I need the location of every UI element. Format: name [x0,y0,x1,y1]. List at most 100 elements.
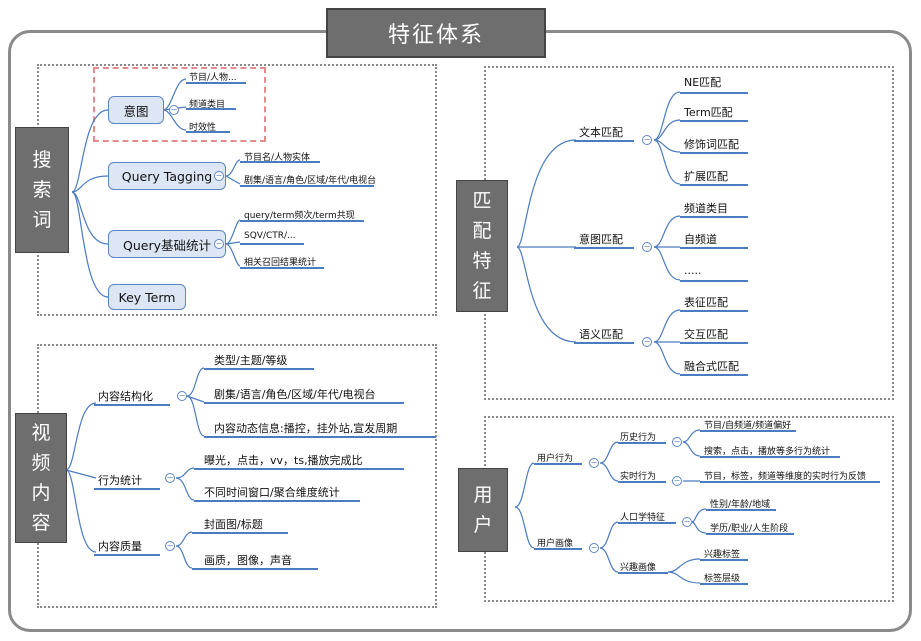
structured-underline [94,404,170,406]
text-match-child-0-underline [680,92,748,94]
text-match-child-0: NE匹配 [684,76,722,89]
stats-child-0-underline [240,220,364,222]
structured-child-1-underline [204,402,404,404]
video-label-text: 视 频 内 容 [31,422,51,534]
text-match-child-2: 修饰词匹配 [684,138,739,151]
search-label-text: 搜 索 词 [32,149,52,231]
semantic-match-child-2-underline [680,374,748,376]
text-match-toggle[interactable] [642,135,652,145]
semantic-match-underline [574,342,634,344]
query-tagging-node[interactable]: Query Tagging [108,162,226,190]
demographic-child-0: 性别/年龄/地域 [710,500,771,510]
structured-child-1: 剧集/语言/角色/区域/年代/电视台 [214,388,376,401]
intent-match-child-2-underline [680,280,748,282]
quality-child-0: 封面图/标题 [204,518,263,531]
semantic-match-toggle[interactable] [642,337,652,347]
quality-toggle[interactable] [165,541,175,551]
demographic-child-1: 学历/职业/人生阶段 [710,524,789,534]
realtime-behavior-toggle[interactable] [672,476,682,486]
structured-toggle[interactable] [177,391,187,401]
intent-node[interactable]: 意图 [108,96,164,124]
intent-child-2-underline [186,131,230,133]
structured-child-0: 类型/主题/等级 [214,354,288,367]
demographic-underline [618,522,676,524]
user-section-label: 用 户 [458,468,508,552]
intent-child-0-underline [186,82,246,84]
query-tagging-label: Query Tagging [121,168,213,184]
structured-child-2: 内容动态信息:播控，挂外站,宣发周期 [214,422,398,435]
structured-label: 内容结构化 [98,390,153,403]
query-tagging-collapse-toggle[interactable] [214,171,224,181]
behavior-stats-underline [94,488,160,490]
semantic-match-child-1: 交互匹配 [684,328,728,341]
intent-match-toggle[interactable] [642,242,652,252]
realtime-behavior-underline [618,481,666,483]
demographic-toggle[interactable] [682,517,692,527]
intent-child-0: 节目/人物... [189,73,237,83]
user-behavior-label: 用户行为 [537,454,574,464]
quality-child-1: 画质，图像，声音 [204,554,292,567]
interest-label: 兴趣画像 [620,563,657,573]
intent-child-1-underline [186,108,236,110]
interest-child-0: 兴趣标签 [704,550,741,560]
query-stats-node[interactable]: Query基础统计 [108,230,226,258]
behavior-child-1-underline [194,500,360,502]
structured-child-0-underline [204,368,314,370]
intent-child-1: 频道类目 [189,100,226,110]
demographic-child-1-underline [706,533,794,535]
history-behavior-toggle[interactable] [672,437,682,447]
history-child-1: 搜索，点击，播放等多行为统计 [704,447,831,457]
match-label-text: 匹 配 特 征 [472,190,492,302]
demographic-child-0-underline [706,509,776,511]
demographic-label: 人口学特征 [620,513,666,523]
stats-child-0: query/term频次/term共现 [244,211,355,221]
tagging-child-0: 节目名/人物实体 [244,153,311,163]
behavior-child-0-underline [194,468,404,470]
key-term-node[interactable]: Key Term [108,284,186,310]
quality-label: 内容质量 [98,540,142,553]
intent-match-child-2: ..... [684,264,702,277]
query-stats-collapse-toggle[interactable] [214,239,224,249]
behavior-stats-label: 行为统计 [98,474,142,487]
behavior-stats-toggle[interactable] [165,473,175,483]
intent-match-underline [574,247,634,249]
interest-child-1-underline [700,583,748,585]
text-match-child-3-underline [680,184,748,186]
key-term-label: Key Term [118,289,176,305]
user-behavior-underline [534,463,582,465]
user-profile-label: 用户画像 [537,539,574,549]
stats-child-1: SQV/CTR/... [244,231,296,241]
text-match-child-1: Term匹配 [684,106,733,119]
text-match-child-1-underline [680,120,748,122]
history-behavior-underline [618,442,666,444]
quality-child-0-underline [192,532,288,534]
semantic-match-child-0-underline [680,310,748,312]
user-behavior-toggle[interactable] [589,458,599,468]
user-profile-toggle[interactable] [589,543,599,553]
stats-child-2: 相关召回结果统计 [244,258,317,268]
semantic-match-child-0: 表征匹配 [684,296,728,309]
semantic-match-child-1-underline [680,342,748,344]
user-label-text: 用 户 [473,484,493,536]
page-title: 特征体系 [326,8,546,58]
history-child-1-underline [700,456,840,458]
tagging-child-1: 剧集/语言/角色/区域/年代/电视台 [244,176,377,186]
text-match-child-3: 扩展匹配 [684,170,728,183]
quality-child-1-underline [192,568,318,570]
video-section-label: 视 频 内 容 [15,413,67,543]
quality-underline [94,554,160,556]
intent-collapse-toggle[interactable] [169,105,179,115]
intent-node-label: 意图 [123,103,149,119]
history-child-0-underline [700,430,796,432]
behavior-child-0: 曝光，点击，vv，ts,播放完成比 [204,454,363,467]
stats-child-2-underline [240,267,324,269]
realtime-behavior-label: 实时行为 [620,472,657,482]
user-profile-underline [534,548,582,550]
interest-underline [618,572,668,574]
semantic-match-label: 语义匹配 [579,328,623,341]
interest-child-1: 标签层级 [704,574,741,584]
history-child-0: 节目/自频道/频道偏好 [704,421,792,431]
match-section-label: 匹 配 特 征 [456,180,508,312]
structured-child-2-underline [204,436,436,438]
